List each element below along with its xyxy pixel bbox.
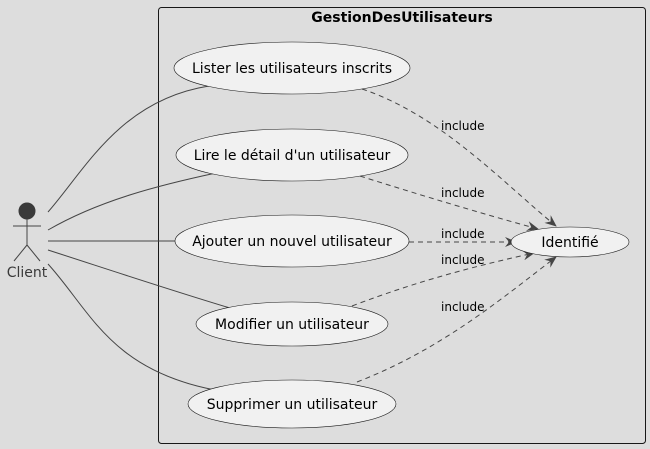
association-edit xyxy=(47,249,231,309)
actor-head-icon xyxy=(18,202,36,220)
use-case-read: Lire le détail d'un utilisateur xyxy=(175,128,409,182)
system-title: GestionDesUtilisateurs xyxy=(311,10,492,26)
use-case-label: Modifier un utilisateur xyxy=(215,317,369,333)
include-arrow-read xyxy=(359,175,539,231)
association-delete xyxy=(47,263,216,391)
actor-name: Client xyxy=(7,265,48,281)
use-case-list: Lister les utilisateurs inscrits xyxy=(173,41,411,95)
association-list xyxy=(47,85,210,213)
use-case-label: Supprimer un utilisateur xyxy=(207,397,378,413)
include-arrow-delete xyxy=(356,256,557,383)
actor-client xyxy=(13,202,41,262)
association-read xyxy=(47,172,217,231)
actor-leg-left xyxy=(13,244,28,262)
use-case-label: Ajouter un nouvel utilisateur xyxy=(192,234,392,250)
associations xyxy=(47,85,231,391)
use-case-label: Identifié xyxy=(541,235,598,251)
include-label-list: include xyxy=(441,119,484,133)
include-label-edit: include xyxy=(441,253,484,267)
include-arrow-list xyxy=(361,88,557,227)
use-case-delete: Supprimer un utilisateur xyxy=(187,379,397,429)
system-boundary xyxy=(158,7,646,444)
include-relations xyxy=(351,88,557,383)
use-case-add: Ajouter un nouvel utilisateur xyxy=(174,214,410,268)
use-case-identified: Identifié xyxy=(510,226,630,258)
include-arrow-edit xyxy=(351,250,535,307)
use-case-edit: Modifier un utilisateur xyxy=(195,301,389,347)
include-label-read: include xyxy=(441,186,484,200)
include-label-delete: include xyxy=(441,300,484,314)
include-label-add: include xyxy=(441,227,484,241)
use-case-label: Lister les utilisateurs inscrits xyxy=(192,61,392,77)
actor-leg-right xyxy=(26,244,41,262)
use-case-label: Lire le détail d'un utilisateur xyxy=(194,148,391,164)
